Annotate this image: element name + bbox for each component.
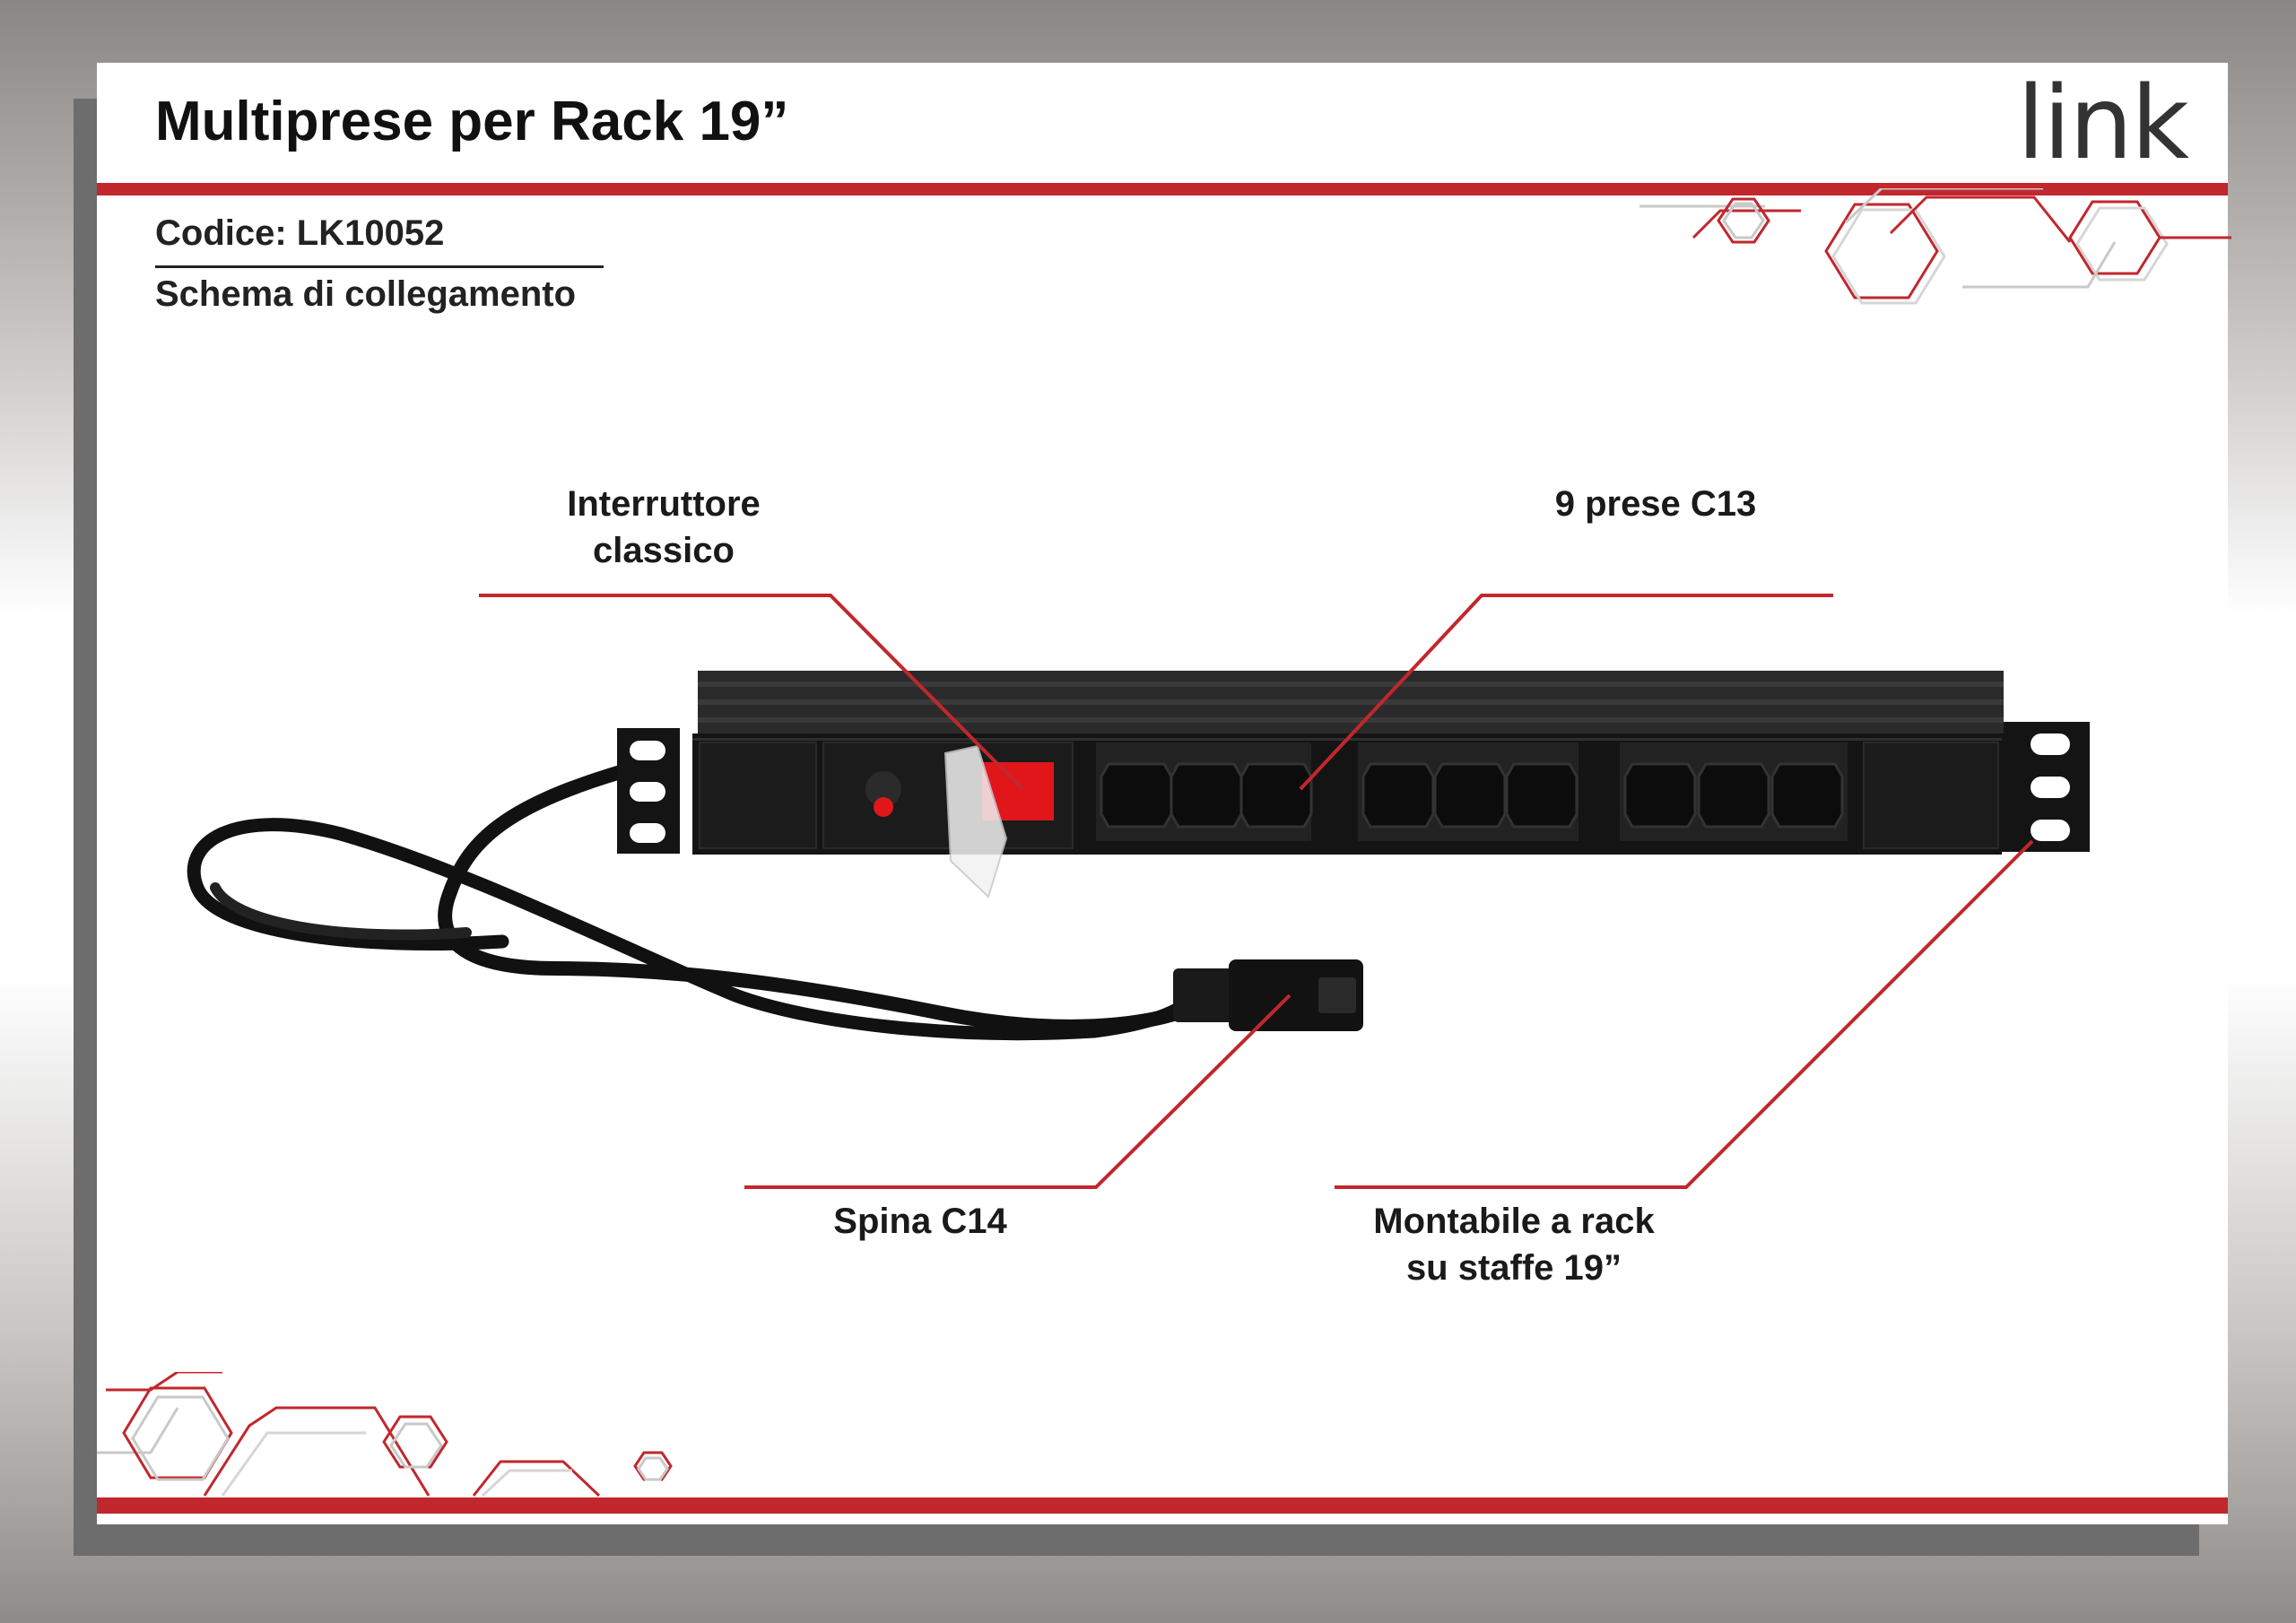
product-code: Codice: LK10052 xyxy=(155,213,445,253)
page-title: Multiprese per Rack 19” xyxy=(155,91,789,152)
callout-plug-line1: Spina C14 xyxy=(833,1202,1007,1241)
c13-sockets-icon xyxy=(1096,742,1848,841)
callout-mount-line1: Montabile a rack xyxy=(1373,1202,1655,1241)
callout-switch-line1: Interruttore xyxy=(567,484,761,524)
callout-switch: Interruttore classico xyxy=(430,481,897,574)
hexagon-decoration-top-icon xyxy=(1639,188,2231,305)
footer-divider xyxy=(97,1497,2228,1514)
left-rack-bracket-icon xyxy=(617,728,680,854)
callout-sockets-line1: 9 prese C13 xyxy=(1554,484,1757,524)
callout-sockets: 9 prese C13 xyxy=(1422,481,1889,527)
hexagon-decoration-bottom-icon xyxy=(97,1372,673,1497)
c14-plug-icon xyxy=(1173,959,1363,1031)
code-underline xyxy=(155,265,604,268)
callout-mount-line2: su staffe 19” xyxy=(1405,1248,1622,1288)
callout-mount: Montabile a rack su staffe 19” xyxy=(1281,1198,1747,1291)
right-rack-bracket-icon xyxy=(1993,722,2090,852)
header-divider xyxy=(97,183,2228,195)
callout-switch-line2: classico xyxy=(593,531,735,570)
callout-plug: Spina C14 xyxy=(687,1198,1153,1245)
section-subtitle: Schema di collegamento xyxy=(155,274,577,314)
brand-logo: link xyxy=(2016,65,2189,182)
